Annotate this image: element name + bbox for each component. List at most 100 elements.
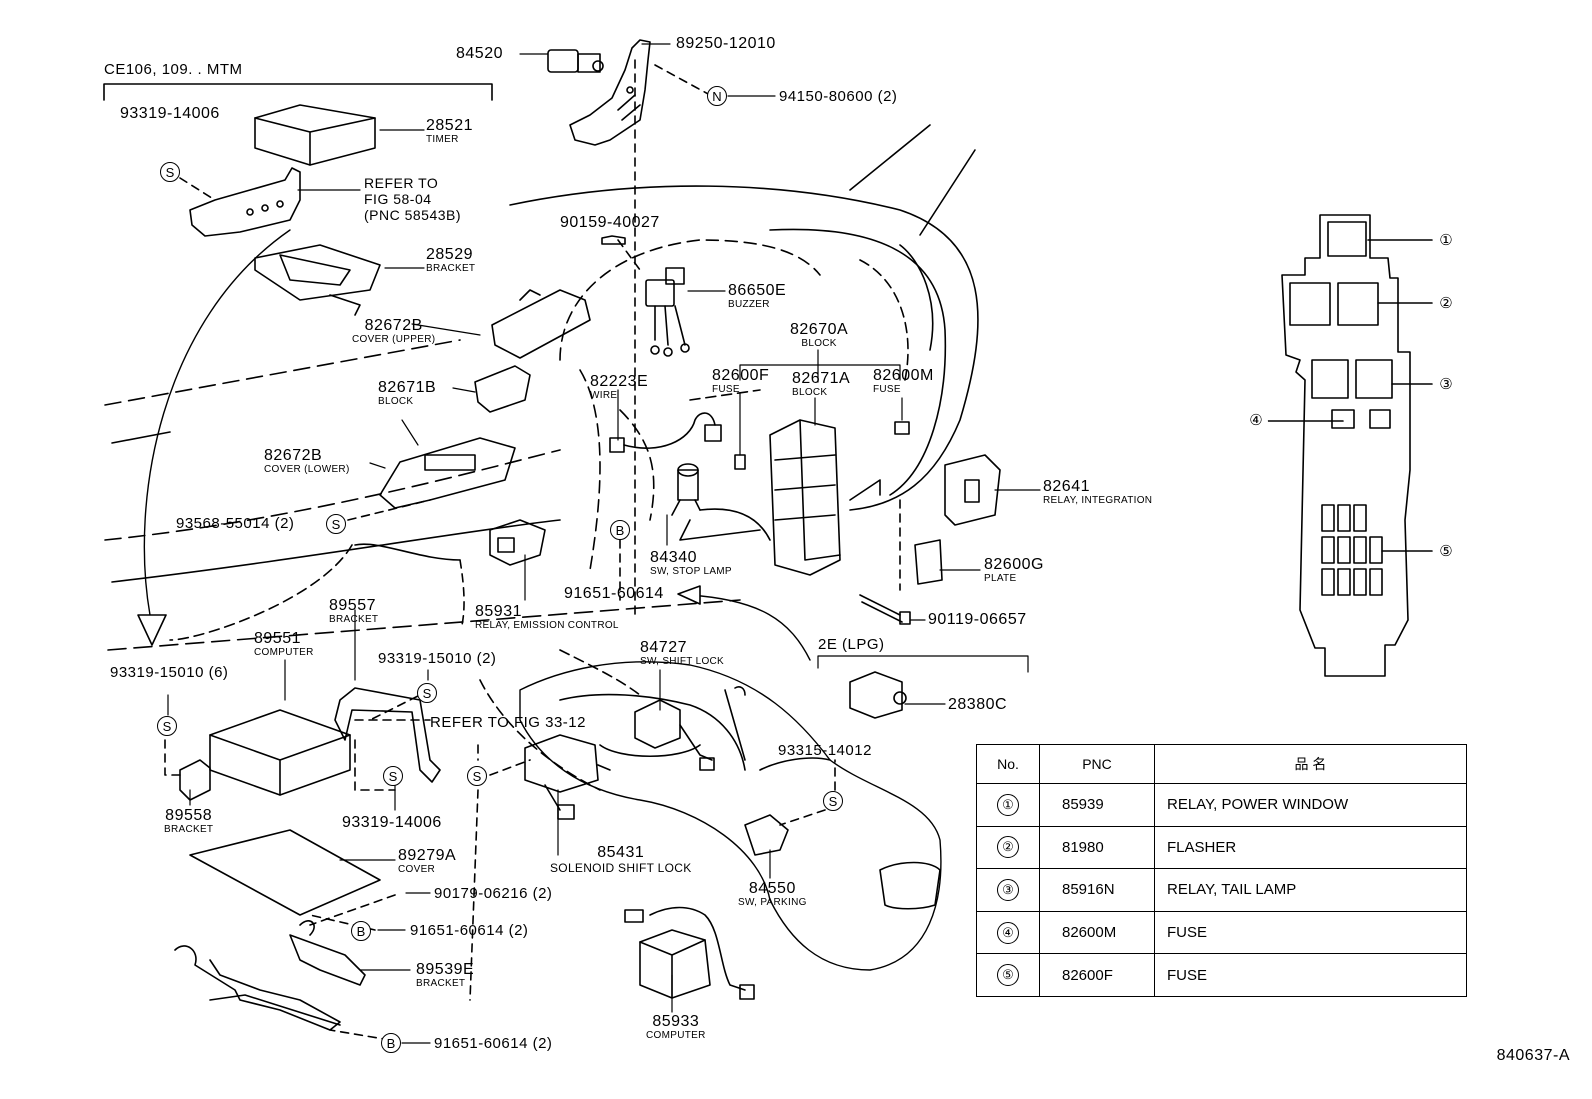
refer-line: FIG 58-04 bbox=[364, 191, 432, 207]
part-label: 91651-60614 (2) bbox=[410, 923, 528, 938]
part-pnc: 91651-60614 bbox=[564, 585, 664, 602]
part-pnc: 82672B bbox=[364, 317, 423, 334]
variant-lpg-label: 2E (LPG) bbox=[818, 636, 885, 653]
legend-name: RELAY, TAIL LAMP bbox=[1154, 868, 1467, 912]
part-desc: BRACKET bbox=[416, 978, 466, 989]
part-label: 91651-60614 (2) bbox=[434, 1036, 552, 1051]
part-label: 93319-14006 bbox=[120, 106, 220, 122]
part-pnc: 85931 bbox=[475, 603, 522, 620]
part-desc: PLATE bbox=[984, 573, 1017, 584]
part-84340-stop-lamp-switch bbox=[671, 463, 701, 516]
part-timer-bracket bbox=[189, 167, 301, 237]
part-pnc: 93319-14006 bbox=[342, 814, 442, 831]
part-desc: BLOCK bbox=[801, 338, 837, 349]
part-82671b-block bbox=[474, 365, 531, 413]
part-label: 93319-15010 (6) bbox=[110, 665, 228, 680]
refer-line: REFER TO bbox=[364, 175, 439, 191]
part-desc: COVER (UPPER) bbox=[352, 334, 436, 345]
part-89551-computer bbox=[209, 709, 351, 796]
part-28380c-relay bbox=[849, 671, 907, 719]
part-desc: TIMER bbox=[426, 134, 459, 145]
part-pnc: 82672B bbox=[264, 447, 323, 464]
part-desc: SW, SHIFT LOCK bbox=[640, 656, 725, 667]
part-28521-timer bbox=[254, 104, 376, 166]
part-desc: RELAY, EMISSION CONTROL bbox=[475, 620, 619, 631]
assembly-arrows bbox=[137, 229, 811, 661]
part-pnc: 91651-60614 (2) bbox=[434, 1035, 553, 1052]
part-pnc: 84340 bbox=[650, 549, 697, 566]
b-symbol: B bbox=[381, 1033, 401, 1053]
part-pnc: 82671B bbox=[378, 379, 437, 396]
part-pnc: 28380C bbox=[948, 696, 1008, 713]
part-desc: RELAY, INTEGRATION bbox=[1043, 495, 1153, 506]
center-console-outline bbox=[479, 649, 942, 971]
part-label: 93319-15010 (2) bbox=[378, 651, 496, 666]
legend-table: No. PNC 品 名 ① 85939 RELAY, POWER WINDOW … bbox=[976, 744, 1467, 997]
part-86650e-buzzer bbox=[645, 267, 690, 357]
part-desc: COMPUTER bbox=[254, 647, 314, 658]
callout-5: ⑤ bbox=[1434, 541, 1458, 565]
part-pnc: 93319-14006 bbox=[120, 105, 220, 122]
part-label: 84520 bbox=[456, 46, 503, 62]
s-symbol: S bbox=[157, 716, 177, 736]
part-desc: COVER bbox=[398, 864, 436, 875]
legend-pnc: 81980 bbox=[1039, 825, 1155, 870]
part-desc: BLOCK bbox=[378, 396, 414, 407]
legend-no-badge: ⑤ bbox=[997, 964, 1019, 987]
legend-name: FUSE bbox=[1154, 910, 1467, 955]
part-desc: BRACKET bbox=[329, 614, 379, 625]
part-desc: SW, PARKING bbox=[738, 897, 807, 908]
n-symbol: N bbox=[707, 86, 727, 106]
legend-header-name: 品 名 bbox=[1154, 744, 1467, 784]
part-89250-bracket bbox=[569, 39, 651, 146]
callout-2: ② bbox=[1434, 293, 1458, 317]
part-desc: COVER (LOWER) bbox=[264, 464, 350, 475]
part-84520-connector bbox=[547, 49, 604, 73]
part-pnc: 90159-40027 bbox=[560, 214, 660, 231]
part-pnc: 93568-55014 (2) bbox=[176, 515, 295, 532]
legend-name: RELAY, POWER WINDOW bbox=[1154, 782, 1467, 827]
part-pnc: 94150-80600 (2) bbox=[779, 88, 898, 105]
legend-no-badge: ③ bbox=[997, 878, 1019, 901]
part-pnc: 82600M bbox=[873, 367, 934, 384]
legend-pnc: 82600M bbox=[1039, 910, 1155, 955]
callout-3: ③ bbox=[1434, 374, 1458, 398]
legend-pnc: 82600F bbox=[1039, 953, 1155, 997]
callout-lines bbox=[167, 43, 1041, 1044]
part-desc: SW, STOP LAMP bbox=[650, 566, 732, 577]
part-pnc: 86650E bbox=[728, 282, 787, 299]
refer-fig58-note: REFER TO FIG 58-04 (PNC 58543B) bbox=[364, 175, 461, 223]
legend-pnc: 85916N bbox=[1039, 868, 1155, 912]
part-82641-relay-integration bbox=[944, 454, 1001, 526]
part-90159-screw bbox=[601, 235, 626, 245]
part-85431-solenoid bbox=[524, 734, 611, 820]
part-label: 93319-14006 bbox=[342, 815, 442, 831]
part-pnc: 28529 bbox=[426, 246, 473, 263]
legend-no-badge: ① bbox=[997, 793, 1019, 816]
s-symbol: S bbox=[326, 514, 346, 534]
part-pnc: 84550 bbox=[748, 880, 796, 897]
part-pnc: 84727 bbox=[640, 639, 687, 656]
part-pnc: 85933 bbox=[652, 1013, 700, 1030]
legend-name: FUSE bbox=[1154, 953, 1467, 997]
part-pnc: 82223E bbox=[590, 373, 649, 390]
part-pnc: 89250-12010 bbox=[676, 35, 776, 52]
leader-lines bbox=[164, 59, 901, 1041]
part-desc: BLOCK bbox=[792, 387, 828, 398]
part-82672b-cover-upper bbox=[491, 289, 591, 359]
legend-row: ② 81980 FLASHER bbox=[976, 825, 1467, 870]
part-84727-shift-lock-switch bbox=[634, 699, 715, 771]
part-pnc: 82671A bbox=[792, 370, 851, 387]
part-pnc: 85431 bbox=[597, 844, 645, 861]
part-label: 91651-60614 bbox=[564, 586, 664, 602]
part-desc: COMPUTER bbox=[646, 1030, 706, 1041]
